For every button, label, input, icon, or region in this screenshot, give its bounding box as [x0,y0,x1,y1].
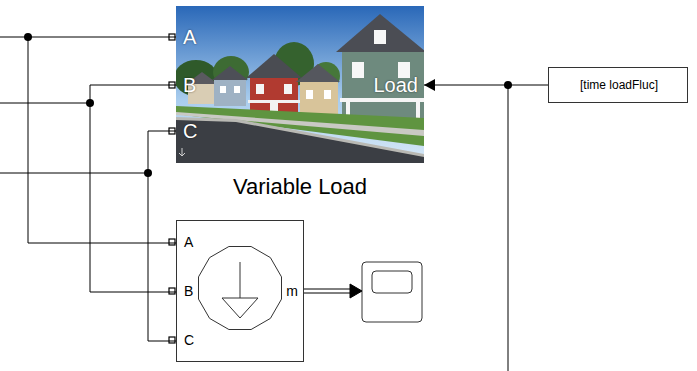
arrow-head [424,79,435,91]
port-label: m [286,284,298,299]
signal-wire [424,79,548,91]
port-label: C [183,120,197,142]
block-name: Variable Load [233,175,367,199]
constant-block: [time loadFluc] [548,67,688,103]
port-label: A [184,235,193,250]
constant-value: [time loadFluc] [580,79,658,92]
scope-symbol [362,262,422,322]
signal-wire [28,37,176,243]
houses-picture [176,6,424,163]
port-label: B [183,74,196,96]
wire-path [90,85,176,292]
port-label: Load [374,74,419,96]
port-label: C [184,333,194,348]
variable-load-block: ABCLoadVariable Load [176,6,424,163]
wire-path [424,85,548,86]
signal-wire [148,131,176,341]
junction-dots [24,33,512,177]
bus-wire [304,284,362,298]
port-label: B [184,284,193,299]
measurement-symbol [199,247,282,330]
signal-wire [90,85,176,292]
port-squares [169,34,175,343]
measurement-block: A B Cm [176,220,304,362]
wire-path [28,37,176,243]
port-label: A [183,26,196,48]
wire-path [148,131,176,341]
feed-wires [0,37,508,371]
